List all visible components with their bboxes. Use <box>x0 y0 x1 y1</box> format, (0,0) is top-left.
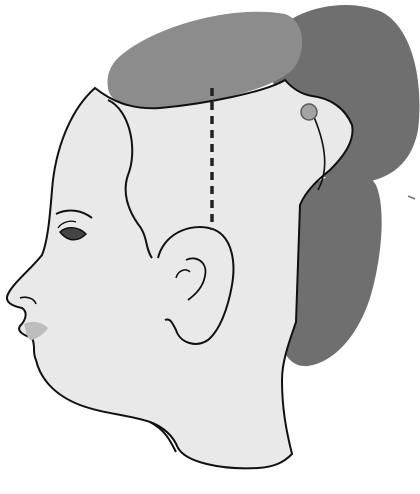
section-clip <box>301 104 317 120</box>
stray-mark <box>408 196 415 199</box>
